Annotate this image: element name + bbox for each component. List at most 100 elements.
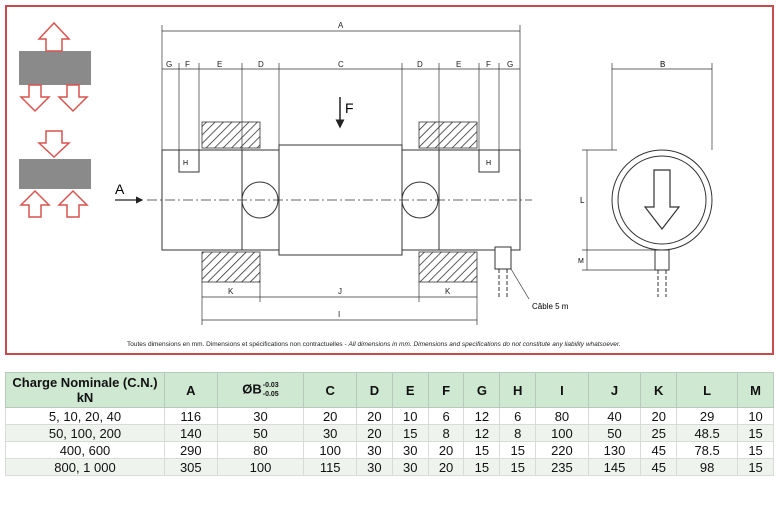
column-header-m: M <box>737 372 774 408</box>
dimensions-table: Charge Nominale (C.N.)kN A ØB-0.03-0.05 … <box>5 372 774 476</box>
cable-gland <box>494 246 512 270</box>
table-cell: 50 <box>216 424 305 442</box>
dim-label-g: G <box>507 60 513 69</box>
table-cell: 6 <box>427 407 465 425</box>
table-cell: 15 <box>391 424 429 442</box>
table-cell: 145 <box>587 458 642 476</box>
table-cell: 116 <box>164 407 218 425</box>
dim-label-k: K <box>445 287 451 296</box>
column-header-i: I <box>535 372 589 408</box>
table-cell: 100 <box>535 424 589 442</box>
column-header-e: E <box>391 372 429 408</box>
support-top-left <box>201 121 261 149</box>
table-cell: 45 <box>640 441 678 459</box>
dim-label-h-left: H <box>183 160 188 167</box>
tolerance: -0.03-0.05 <box>262 382 279 398</box>
load-cell-drawing: A H H Câble 5 m <box>19 21 713 325</box>
table-cell: 100 <box>216 458 305 476</box>
end-view: B L M <box>578 60 713 297</box>
force-direction-icon <box>643 169 681 230</box>
table-cell: 15 <box>737 458 774 476</box>
table-cell: 5, 10, 20, 40 <box>5 407 165 425</box>
table-cell: 15 <box>463 458 501 476</box>
table-cell: 30 <box>216 407 305 425</box>
table-row: 50, 100, 200 140 50 30 20 15 8 12 8 100 … <box>5 424 774 442</box>
column-header-h: H <box>499 372 537 408</box>
table-cell: 15 <box>737 424 774 442</box>
table-cell: 30 <box>303 424 357 442</box>
beam-block-bottom <box>19 159 91 189</box>
table-header-row: Charge Nominale (C.N.)kN A ØB-0.03-0.05 … <box>5 372 774 408</box>
table-cell: 30 <box>391 441 429 459</box>
table-cell: 78.5 <box>676 441 739 459</box>
disclaimer: Toutes dimensions en mm. Dimensions et s… <box>127 341 621 348</box>
column-header-charge: Charge Nominale (C.N.)kN <box>5 372 165 408</box>
column-header-j: J <box>587 372 642 408</box>
table-row: 400, 600 290 80 100 30 30 20 15 15 220 1… <box>5 441 774 459</box>
table-cell: 15 <box>463 441 501 459</box>
arrow-down-icon <box>37 130 71 159</box>
dim-label-d: D <box>258 60 264 69</box>
table-cell: 20 <box>427 441 465 459</box>
beam-block-top <box>19 51 91 85</box>
column-header-l: L <box>676 372 739 408</box>
table-cell: 20 <box>640 407 678 425</box>
table-cell: 305 <box>164 458 218 476</box>
column-header-f: F <box>427 372 465 408</box>
table-cell: 290 <box>164 441 218 459</box>
table-cell: 20 <box>355 424 393 442</box>
table-cell: 20 <box>427 458 465 476</box>
arrow-up-icon <box>37 21 71 52</box>
table-cell: 10 <box>737 407 774 425</box>
arrow-down-icon <box>19 84 51 113</box>
column-header-a: A <box>164 372 218 408</box>
column-header-c: C <box>303 372 357 408</box>
dim-label-d: D <box>417 60 423 69</box>
column-header-b: ØB-0.03-0.05 <box>216 372 305 408</box>
table-cell: 29 <box>676 407 739 425</box>
table-cell: 130 <box>587 441 642 459</box>
dim-label-c: C <box>338 60 344 69</box>
dim-label-f: F <box>486 60 491 69</box>
table-cell: 8 <box>499 424 537 442</box>
table-cell: 30 <box>355 458 393 476</box>
table-cell: 8 <box>427 424 465 442</box>
table-cell: 15 <box>499 458 537 476</box>
column-header-k: K <box>640 372 678 408</box>
column-header-d: D <box>355 372 393 408</box>
dim-label-j: J <box>338 287 342 296</box>
table-cell: 140 <box>164 424 218 442</box>
loading-schematic <box>19 21 91 218</box>
force-label-f: F <box>345 100 354 116</box>
table-cell: 98 <box>676 458 739 476</box>
table-cell: 100 <box>303 441 357 459</box>
table-cell: 80 <box>535 407 589 425</box>
table-cell: 80 <box>216 441 305 459</box>
table-cell: 400, 600 <box>5 441 165 459</box>
table-row: 5, 10, 20, 40 116 30 20 20 10 6 12 6 80 … <box>5 407 774 425</box>
table-cell: 45 <box>640 458 678 476</box>
cable-label: Câble 5 m <box>532 302 569 311</box>
table-cell: 48.5 <box>676 424 739 442</box>
table-cell: 220 <box>535 441 589 459</box>
arrow-up-icon <box>19 189 51 218</box>
dim-label-b: B <box>660 60 665 69</box>
view-label-a: A <box>115 181 125 197</box>
dim-label-i: I <box>338 310 340 319</box>
dim-label-e: E <box>217 60 222 69</box>
dim-label-f: F <box>185 60 190 69</box>
support-bottom-left <box>201 251 261 283</box>
disclaimer-en: All dimensions in mm. Dimensions and spe… <box>348 341 621 348</box>
table-cell: 50 <box>587 424 642 442</box>
support-bottom-right <box>418 251 478 283</box>
table-cell: 30 <box>355 441 393 459</box>
technical-drawing-panel: A H H Câble 5 m <box>5 5 774 355</box>
dim-label-a: A <box>338 21 344 30</box>
column-header-g: G <box>463 372 501 408</box>
dim-label-e: E <box>456 60 461 69</box>
table-cell: 6 <box>499 407 537 425</box>
dim-label-m: M <box>578 258 584 265</box>
dim-label-h-right: H <box>486 160 491 167</box>
table-cell: 235 <box>535 458 589 476</box>
arrow-up-icon <box>57 189 89 218</box>
